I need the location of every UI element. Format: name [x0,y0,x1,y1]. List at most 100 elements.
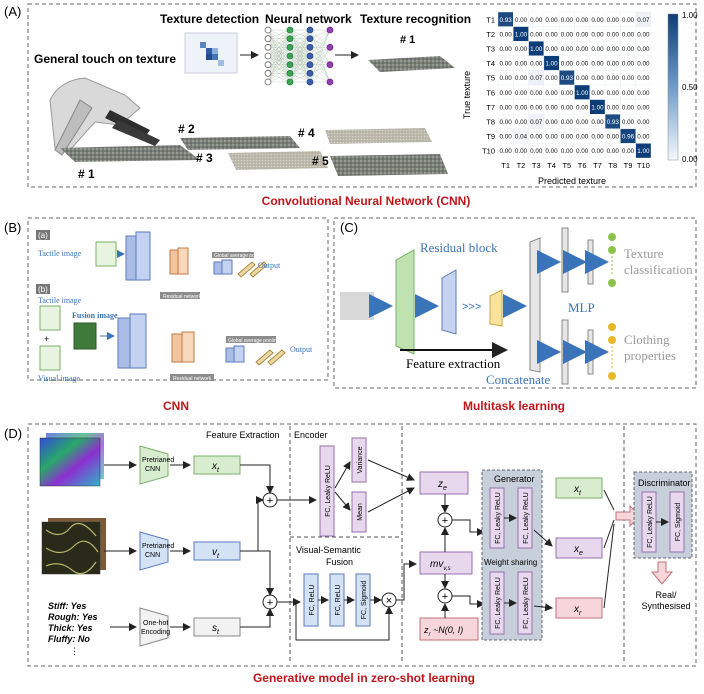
matrix-cell-value: 1.00 [637,148,650,155]
nn-edge [289,73,311,83]
conv-block [135,231,151,281]
matrix-cell-value: 0.00 [622,17,635,24]
nn-neuron [286,26,294,34]
texture-label-2: # 2 [178,122,195,136]
texture-label-4: # 4 [298,126,315,140]
matrix-cell-value: 0.00 [515,17,528,24]
nn-neuron [306,78,314,86]
matrix-cell-value: 0.00 [591,61,604,68]
residual-block [171,333,183,363]
nn-neuron [286,69,294,77]
mv-main: mv [430,559,444,570]
matrix-cell-value: 0.00 [530,104,543,111]
nn-neuron [326,43,334,51]
matrix-cell-value: 0.00 [500,119,513,126]
output-label-b: Output [290,345,313,354]
matrix-cell-value: 0.00 [530,148,543,155]
matrix-cell-value: 0.00 [591,148,604,155]
nn-edge [267,29,291,74]
matrix-cell-value: 1.00 [591,104,604,111]
attribute-rough: Rough: Yes [48,612,98,622]
plus-node-sign: + [267,495,273,507]
panel-b: (B) (a) Tactile image Global average poo… [4,217,329,413]
feature-layer-1 [395,249,415,355]
plus-node-4: + [437,588,453,604]
nn-edge [267,29,291,83]
matrix-cell-value: 0.00 [515,75,528,82]
gap-label-bg [226,336,276,343]
nn-edge [309,29,331,65]
matrix-cell-value: 0.00 [561,31,574,38]
matrix-cell-value: 0.00 [530,134,543,141]
fusion-fc-relu-label-2: FC, ReLU [335,584,342,615]
nn-neuron [326,26,334,34]
texture-swatch-4 [325,128,432,144]
connector [240,550,274,596]
robot-finger [54,99,93,156]
out-xr [555,597,603,619]
nn-neuron [264,26,272,34]
nn-neuron [306,52,314,60]
zr-main: z [423,625,429,635]
nn-edge [309,47,331,74]
matrix-cell-value: 0.07 [530,119,543,126]
nn-neuron [286,52,294,60]
matrix-cell-value: 0.00 [637,75,650,82]
matrix-cell-value: 0.00 [545,134,558,141]
mv-fused-feature [419,551,473,575]
nn-edge [309,47,331,83]
fusion-fc-sigmoid-label: FC, Sigmoid [361,581,368,620]
pretrained-cnn-label-1: Pretrianed [142,457,174,464]
nn-edge [309,64,331,74]
matrix-cell-value: 0.00 [561,119,574,126]
nn-edge [267,29,291,57]
nn-edge [267,38,291,83]
matrix-cell-value: 0.00 [561,61,574,68]
ze-latent [419,471,469,495]
matrix-cell-value: 0.00 [545,104,558,111]
matrix-cell-value: 0.00 [637,104,650,111]
output-bar [255,349,274,366]
connector [295,602,393,641]
nn-edge [289,29,311,74]
nn-edge [267,29,291,48]
st-sub: t [217,629,220,636]
discriminator-title: Discriminator [638,478,691,488]
clothing-properties-label-2: properties [624,348,676,363]
panel-d: (D) Feature Extraction Encoder Stiff: Ye… [4,423,697,685]
nn-neuron [306,69,314,77]
one-hot-encoder [139,607,169,647]
matrix-cell-value: 0.00 [591,17,604,24]
matrix-cell-value: 0.00 [576,46,589,53]
pool-block [221,259,233,275]
matrix-cell-value: 0.00 [545,75,558,82]
one-hot-label-1: One-hot [143,620,168,627]
nn-neuron [264,43,272,51]
tactile-image-label-a: Tactile image [38,249,82,258]
matrix-col-label: T7 [593,161,602,170]
out-xt [555,477,603,499]
xt-label: xt [211,461,220,474]
class-node [608,233,616,241]
connector [240,464,274,494]
nn-edge [267,47,291,83]
conv-block [125,235,137,281]
matrix-cell-value: 0.00 [607,46,620,53]
matrix-cell-value: 0.00 [515,90,528,97]
nn-neuron [286,78,294,86]
concatenate-label: Concatenate [486,372,550,387]
real-synth-arrow [650,561,674,585]
plus-node-sign: + [267,597,273,609]
matrix-cell-value: 0.00 [591,31,604,38]
matrix-cell-value: 0.00 [607,75,620,82]
matrix-cell-value: 0.00 [500,134,513,141]
connector [240,608,274,628]
nn-neuron [306,43,314,51]
matrix-cell-value: 0.00 [622,148,635,155]
neural-network-diagram [264,26,334,86]
mlp-layer [561,319,569,385]
property-node [608,336,616,344]
matrix-cell-value: 0.00 [637,90,650,97]
texture-classification-label-2: classification [624,262,693,277]
matrix-col-label: T5 [562,161,571,170]
